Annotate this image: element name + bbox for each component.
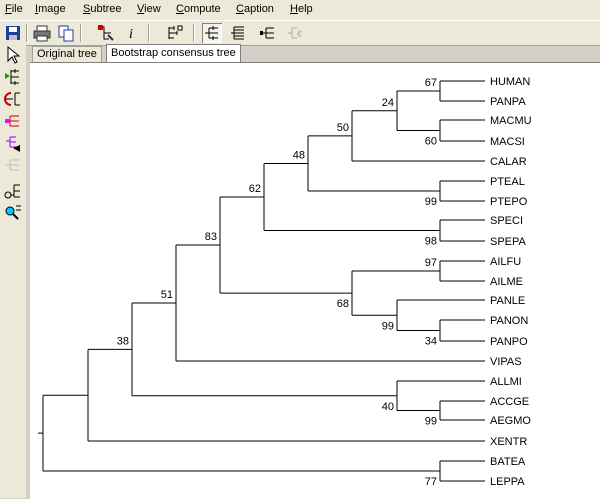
taxon-label[interactable]: PANLE [490,295,525,307]
bootstrap-value: 24 [382,97,394,109]
select-arrow-icon[interactable] [3,45,23,65]
save-icon[interactable] [3,23,23,43]
taxon-label[interactable]: HUMAN [490,76,530,88]
bootstrap-value: 83 [205,231,217,243]
add-branch-icon[interactable] [3,67,23,87]
zoom-tree-icon[interactable] [96,23,116,43]
bootstrap-value: 99 [425,196,437,208]
taxon-label[interactable]: SPECI [490,215,523,227]
menu-caption[interactable]: Caption [236,3,274,15]
bootstrap-value: 62 [249,183,261,195]
menu-view[interactable]: View [137,3,161,15]
tab-original-tree[interactable]: Original tree [32,46,102,62]
taxon-label[interactable]: ALLMI [490,376,522,388]
taxon-label[interactable]: PTEPO [490,196,528,208]
taxon-label[interactable]: XENTR [490,436,527,448]
copy-icon[interactable] [56,23,76,43]
bootstrap-value: 34 [425,336,437,348]
toolbar: i € [0,20,600,46]
menu-image[interactable]: Image [35,3,66,15]
menu-bar: File Image Subtree View Compute Caption … [0,0,600,20]
taxon-label[interactable]: BATEA [490,456,526,468]
taxon-label[interactable]: MACMU [490,115,532,127]
disabled-subtree-icon [3,155,23,175]
taxon-label[interactable]: AILFU [490,256,521,268]
bootstrap-value: 40 [382,401,394,413]
tab-strip: Original tree Bootstrap consensus tree [30,44,600,62]
tree-canvas: 67 24 60 50 99 48 98 62 97 34 99 68 83 51 99 40 38 77 HUMA… [30,62,600,499]
svg-text:i: i [129,27,133,42]
svg-text:€: € [297,29,302,39]
print-icon[interactable] [32,23,52,43]
bootstrap-value: 50 [337,122,349,134]
menu-file[interactable]: File [5,3,23,15]
taxon-label[interactable]: LEPPA [490,476,525,488]
find-node-icon[interactable] [3,203,23,223]
info-icon[interactable]: i [122,23,142,43]
taxon-label[interactable]: ACCGE [490,396,529,408]
taxon-label[interactable]: AEGMO [490,415,531,427]
disabled-tree-icon: € [285,23,305,43]
toolbar-separator [148,24,150,42]
bootstrap-value: 68 [337,298,349,310]
toolbar-separator [80,24,82,42]
radial-tree-icon[interactable] [258,23,278,43]
toolbar-separator [193,24,195,42]
menu-subtree[interactable]: Subtree [83,3,122,15]
taxon-label[interactable]: PANPO [490,336,528,348]
taxon-label[interactable]: AILME [490,276,523,288]
taxon-label[interactable]: PANON [490,315,528,327]
taxon-label[interactable]: SPEPA [490,236,527,248]
menu-help[interactable]: Help [290,3,313,15]
menu-compute[interactable]: Compute [176,3,221,15]
bootstrap-value: 60 [425,136,437,148]
rectangular-tree-icon[interactable] [202,23,222,43]
bootstrap-value: 51 [161,289,173,301]
branch-length-icon[interactable] [3,181,23,201]
taxon-label[interactable]: PANPA [490,96,526,108]
left-tool-palette [0,45,26,498]
phylogenetic-tree: 67 24 60 50 99 48 98 62 97 34 99 68 83 51 99 40 38 77 HUMA… [38,76,532,488]
bootstrap-value: 99 [425,416,437,428]
bootstrap-value: 38 [117,335,129,347]
bootstrap-value: 97 [425,257,437,269]
tree-layout-icon[interactable] [165,23,185,43]
bootstrap-value: 77 [425,476,437,488]
taxon-label[interactable]: VIPAS [490,356,522,368]
taxon-label[interactable]: CALAR [490,156,527,168]
bootstrap-value: 67 [425,77,437,89]
bootstrap-value: 48 [293,149,305,161]
bootstrap-value: 99 [382,320,394,332]
reroot-icon[interactable] [3,133,23,153]
taxon-label[interactable]: PTEAL [490,176,525,188]
collapse-subtree-icon[interactable] [3,111,23,131]
taxon-label[interactable]: MACSI [490,136,525,148]
toolbar-separator [26,24,28,42]
bootstrap-value: 98 [425,236,437,248]
tab-bootstrap-consensus-tree[interactable]: Bootstrap consensus tree [106,44,241,62]
compact-tree-icon[interactable] [228,23,248,43]
swap-branch-icon[interactable] [3,89,23,109]
